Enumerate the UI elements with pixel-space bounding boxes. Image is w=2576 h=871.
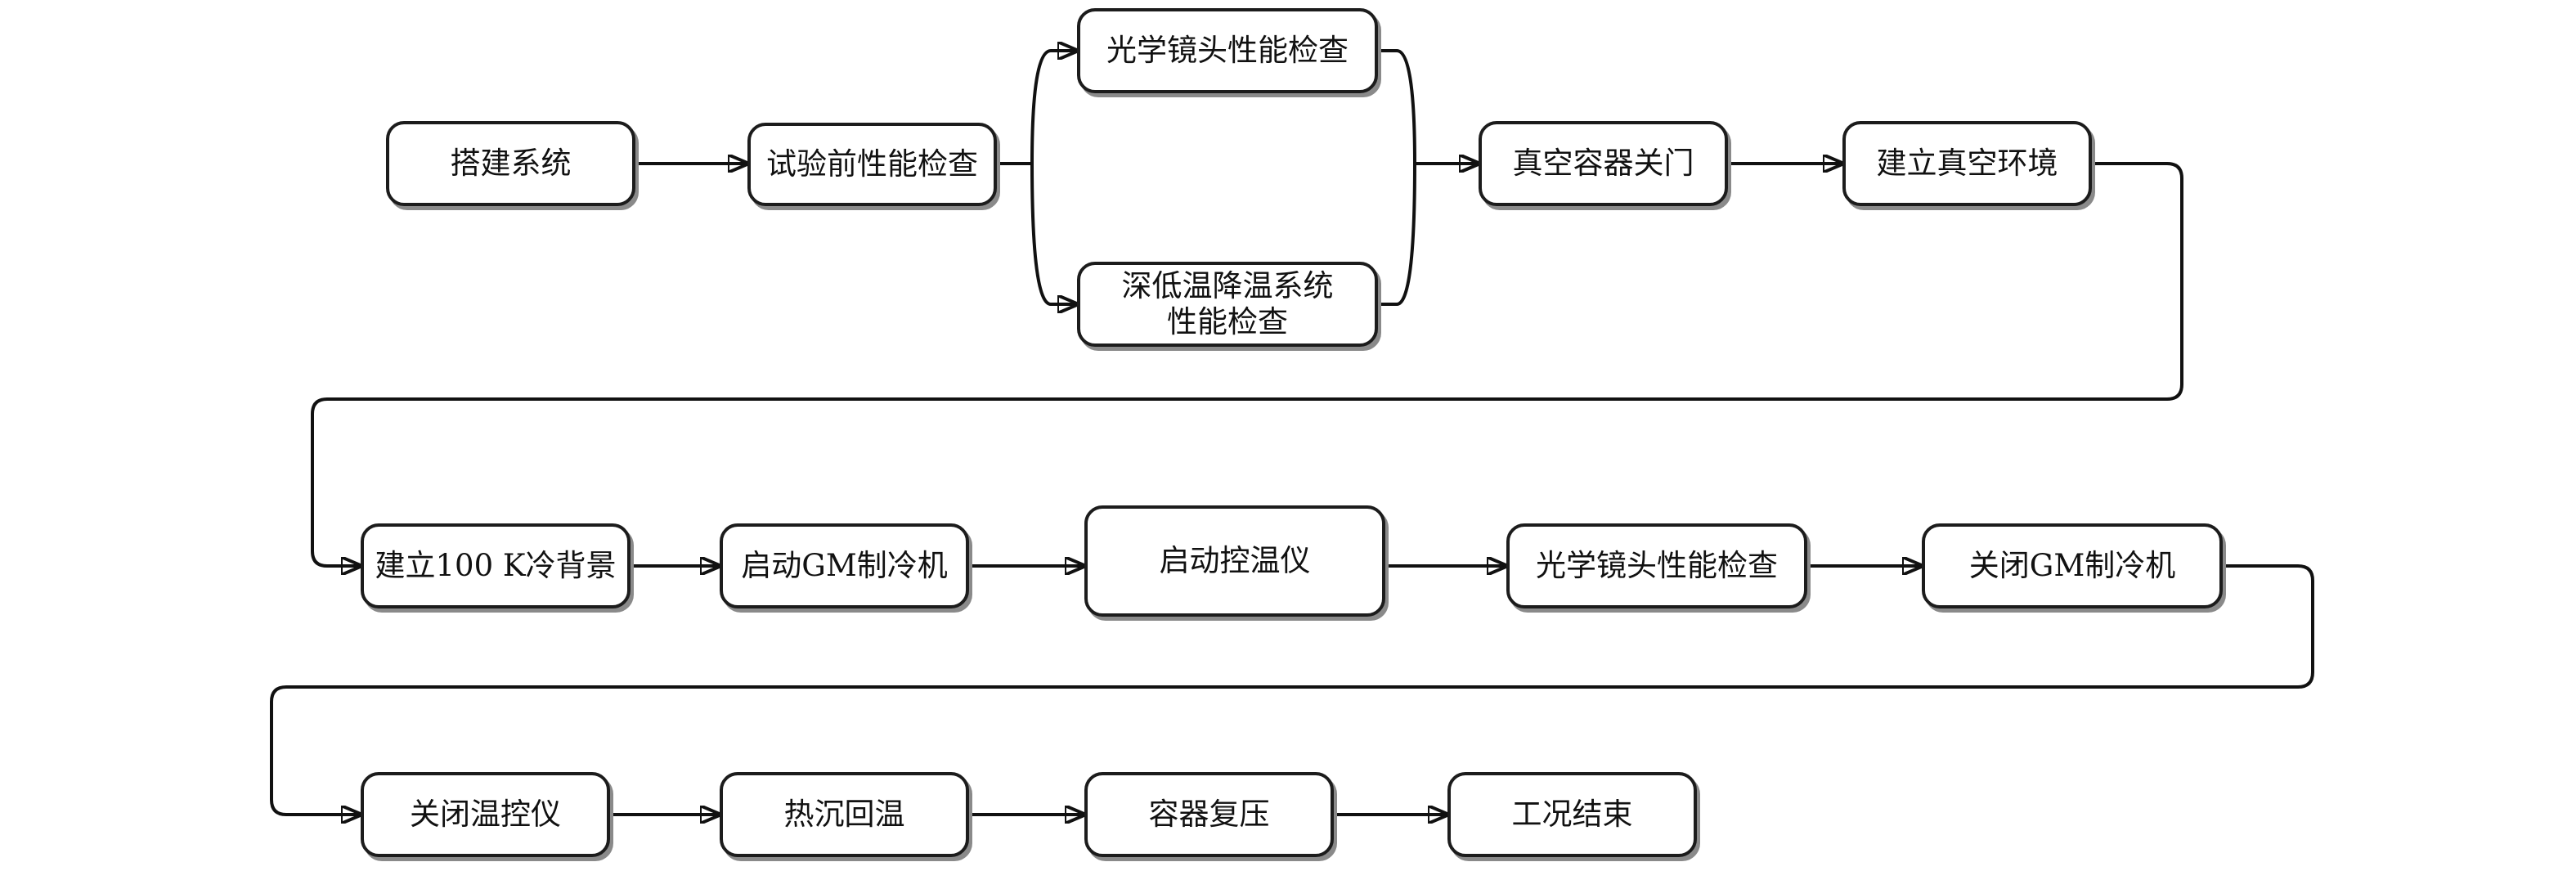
arrow-n6-to-n7 (311, 162, 2183, 566)
node-pre-test-check: 试验前性能检查 (747, 123, 997, 206)
arrow-n2-to-n3 (997, 51, 1077, 165)
arrow-n3-to-n5 (1378, 49, 1479, 164)
node-close-vacuum-door: 真空容器关门 (1479, 121, 1728, 206)
node-stop-gm-cryocooler: 关闭GM制冷机 (1922, 523, 2223, 608)
node-optical-lens-check-2: 光学镜头性能检查 (1506, 523, 1807, 608)
node-start-temperature-controller: 启动控温仪 (1084, 505, 1385, 617)
arrow-n2-to-n4 (997, 162, 1077, 304)
node-establish-cold-background: 建立100 K冷背景 (361, 523, 631, 608)
node-start-gm-cryocooler: 启动GM制冷机 (720, 523, 969, 608)
node-cryogenic-cooling-check: 深低温降温系统 性能检查 (1077, 262, 1378, 347)
arrow-n4-to-n5 (1378, 164, 1479, 306)
node-stop-temperature-controller: 关闭温控仪 (361, 772, 610, 857)
node-build-system: 搭建系统 (386, 121, 635, 206)
arrow-n11-to-n12 (270, 564, 2314, 815)
node-heat-sink-rewarm: 热沉回温 (720, 772, 969, 857)
node-establish-vacuum: 建立真空环境 (1842, 121, 2092, 206)
node-condition-end: 工况结束 (1447, 772, 1697, 857)
node-vessel-repressurize: 容器复压 (1084, 772, 1334, 857)
node-optical-lens-check-1: 光学镜头性能检查 (1077, 8, 1378, 93)
